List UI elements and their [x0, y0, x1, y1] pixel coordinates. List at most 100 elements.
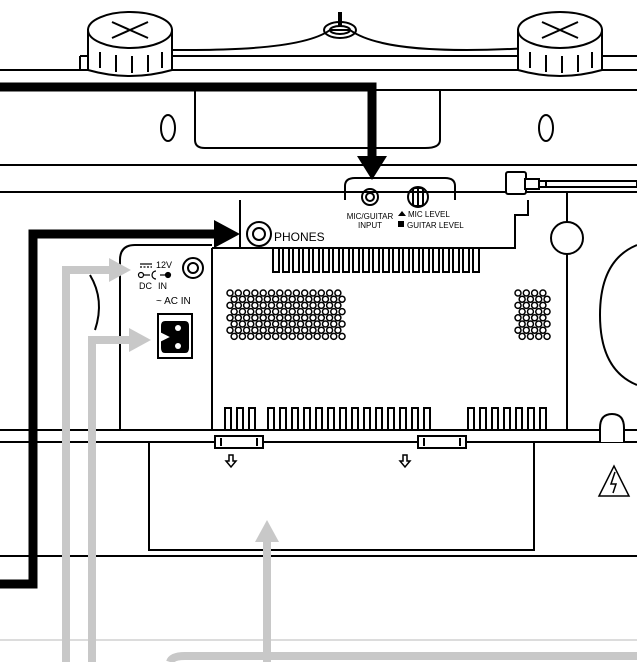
speaker-hole — [518, 332, 526, 341]
speaker-hole — [238, 295, 247, 303]
callout-arrow-ac-in — [88, 328, 151, 662]
speaker-hole — [259, 326, 267, 334]
down-arrow-icon — [224, 454, 238, 469]
speaker-hole — [242, 314, 251, 322]
speaker-hole — [276, 301, 284, 310]
lightning-warning-triangle-icon — [597, 464, 631, 497]
left-knob-icon — [87, 11, 173, 77]
speaker-hole — [267, 289, 276, 297]
speaker-hole — [539, 301, 547, 310]
speaker-hole — [309, 314, 317, 322]
speaker-hole — [539, 289, 547, 297]
speaker-hole — [226, 326, 234, 334]
speaker-hole — [267, 326, 276, 334]
speaker-hole — [300, 289, 309, 297]
speaker-hole — [330, 320, 338, 328]
speaker-hole — [247, 332, 255, 341]
speaker-hole — [296, 320, 305, 328]
speaker-hole — [251, 301, 259, 310]
guitar-level-square-icon — [398, 221, 404, 227]
speaker-hole — [288, 320, 296, 328]
speaker-hole — [280, 332, 288, 341]
speaker-hole — [338, 295, 346, 303]
speaker-hole — [526, 307, 535, 316]
speaker-hole — [514, 314, 522, 322]
speaker-hole — [535, 320, 543, 328]
speaker-hole — [305, 307, 313, 316]
speaker-hole — [251, 289, 259, 297]
speaker-hole — [234, 289, 243, 297]
speaker-hole — [313, 295, 321, 303]
speaker-hole — [263, 332, 272, 341]
speaker-hole — [292, 314, 301, 322]
speaker-hole — [514, 326, 522, 334]
speaker-hole — [530, 326, 539, 334]
speaker-hole — [263, 307, 272, 316]
speaker-hole — [305, 332, 313, 341]
speaker-hole — [313, 320, 321, 328]
speaker-hole — [325, 289, 334, 297]
speaker-hole — [267, 301, 276, 310]
mic-guitar-label: MIC/GUITAR — [347, 212, 394, 221]
speaker-hole — [230, 295, 238, 303]
speaker-hole — [276, 326, 284, 334]
speaker-hole — [234, 314, 243, 322]
speaker-hole — [535, 295, 543, 303]
speaker-hole — [284, 314, 292, 322]
main-body-panels — [0, 192, 637, 641]
speaker-hole — [305, 320, 313, 328]
input-label: INPUT — [358, 221, 382, 230]
speaker-hole — [543, 295, 551, 303]
speaker-hole — [276, 314, 284, 322]
speaker-hole — [255, 332, 263, 341]
speaker-hole — [242, 289, 251, 297]
speaker-hole — [238, 320, 247, 328]
speaker-hole — [543, 332, 551, 341]
ac-in-socket — [157, 313, 193, 359]
speaker-hole — [300, 326, 309, 334]
speaker-hole — [280, 295, 288, 303]
speaker-hole — [321, 332, 330, 341]
speaker-hole — [292, 326, 301, 334]
speaker-hole — [226, 301, 234, 310]
speaker-hole — [296, 332, 305, 341]
speaker-hole — [313, 332, 321, 341]
speaker-hole — [325, 314, 334, 322]
speaker-hole — [334, 314, 342, 322]
vent-slots-top — [272, 247, 480, 273]
speaker-holes-right — [514, 289, 551, 341]
speaker-hole — [305, 295, 313, 303]
speaker-hole — [535, 332, 543, 341]
speaker-hole — [325, 326, 334, 334]
speaker-hole — [543, 307, 551, 316]
speaker-hole — [321, 307, 330, 316]
speaker-hole — [288, 332, 296, 341]
speaker-hole — [526, 320, 535, 328]
speaker-hole — [313, 307, 321, 316]
speaker-hole — [530, 289, 539, 297]
speaker-hole — [230, 332, 238, 341]
speaker-hole — [263, 295, 272, 303]
level-switch — [407, 186, 429, 208]
speaker-hole — [518, 320, 526, 328]
speaker-hole — [321, 320, 330, 328]
speaker-hole — [259, 289, 267, 297]
callout-arrow-phones — [0, 220, 240, 589]
speaker-hole — [530, 314, 539, 322]
speaker-hole — [338, 332, 346, 341]
speaker-hole — [247, 307, 255, 316]
speaker-hole — [255, 307, 263, 316]
guitar-level-label: GUITAR LEVEL — [407, 221, 464, 230]
speaker-hole — [338, 320, 346, 328]
callout-arrow-mic-input — [0, 82, 387, 180]
speaker-hole — [247, 320, 255, 328]
speaker-hole — [300, 301, 309, 310]
speaker-hole — [330, 332, 338, 341]
phones-jack — [246, 221, 272, 247]
speaker-hole — [284, 301, 292, 310]
speaker-hole — [514, 301, 522, 310]
speaker-hole — [271, 320, 280, 328]
speaker-hole — [280, 307, 288, 316]
callout-arrow-dc-in — [62, 258, 131, 662]
vent-slots-bottom — [224, 407, 547, 431]
